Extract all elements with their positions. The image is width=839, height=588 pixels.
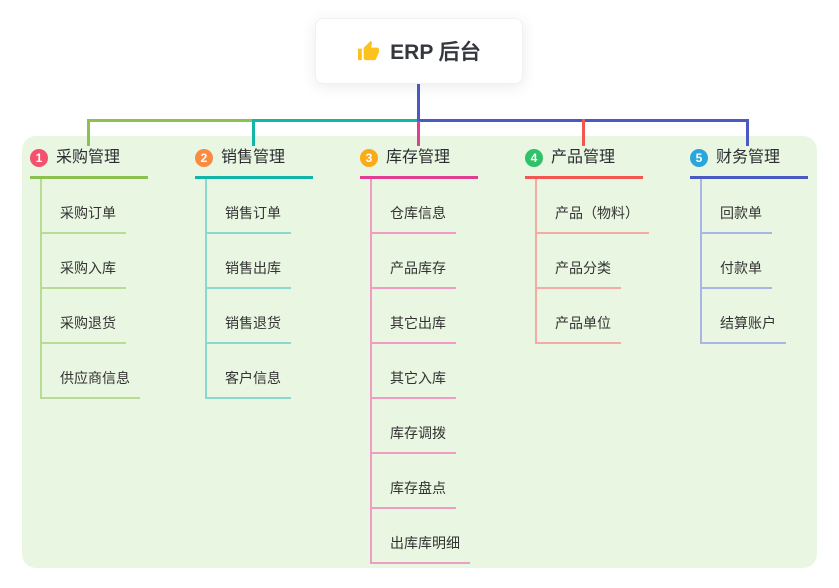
branch-sales: 2 销售管理 销售订单 销售出库 销售退货 客户信息 bbox=[195, 147, 313, 399]
branch-number-badge: 1 bbox=[30, 149, 48, 167]
child-node[interactable]: 产品分类 bbox=[537, 234, 649, 289]
child-node[interactable]: 产品（物料） bbox=[537, 179, 649, 234]
child-node[interactable]: 库存调拨 bbox=[372, 399, 478, 454]
connector-drop-product bbox=[582, 119, 585, 146]
child-node[interactable]: 产品库存 bbox=[372, 234, 478, 289]
child-node[interactable]: 其它出库 bbox=[372, 289, 478, 344]
child-node[interactable]: 结算账户 bbox=[702, 289, 808, 344]
branch-node-purchase[interactable]: 1 采购管理 bbox=[30, 147, 148, 179]
branch-product: 4 产品管理 产品（物料） 产品分类 产品单位 bbox=[525, 147, 649, 344]
child-node[interactable]: 销售出库 bbox=[207, 234, 313, 289]
connector-drop-sales bbox=[252, 119, 255, 146]
child-node[interactable]: 采购退货 bbox=[42, 289, 148, 344]
branch-number-badge: 4 bbox=[525, 149, 543, 167]
connector-drop-inventory bbox=[417, 121, 420, 146]
branch-node-inventory[interactable]: 3 库存管理 bbox=[360, 147, 478, 179]
branch-children: 采购订单 采购入库 采购退货 供应商信息 bbox=[40, 179, 148, 399]
child-node[interactable]: 产品单位 bbox=[537, 289, 649, 344]
branch-children: 产品（物料） 产品分类 产品单位 bbox=[535, 179, 649, 344]
child-node[interactable]: 库存盘点 bbox=[372, 454, 478, 509]
branch-node-product[interactable]: 4 产品管理 bbox=[525, 147, 643, 179]
branches-panel bbox=[22, 136, 817, 568]
branch-title: 库存管理 bbox=[386, 149, 451, 166]
child-node[interactable]: 出库库明细 bbox=[372, 509, 478, 564]
branch-title: 采购管理 bbox=[56, 149, 121, 166]
branch-children: 销售订单 销售出库 销售退货 客户信息 bbox=[205, 179, 313, 399]
child-node[interactable]: 客户信息 bbox=[207, 344, 313, 399]
child-node[interactable]: 回款单 bbox=[702, 179, 808, 234]
child-node[interactable]: 仓库信息 bbox=[372, 179, 478, 234]
branch-finance: 5 财务管理 回款单 付款单 结算账户 bbox=[690, 147, 808, 344]
child-node[interactable]: 付款单 bbox=[702, 234, 808, 289]
branch-node-finance[interactable]: 5 财务管理 bbox=[690, 147, 808, 179]
child-node[interactable]: 销售退货 bbox=[207, 289, 313, 344]
branch-children: 回款单 付款单 结算账户 bbox=[700, 179, 808, 344]
thumbs-up-icon bbox=[358, 40, 380, 60]
child-node[interactable]: 采购订单 bbox=[42, 179, 148, 234]
branch-children: 仓库信息 产品库存 其它出库 其它入库 库存调拨 库存盘点 出库库明细 bbox=[370, 179, 478, 564]
root-node-label: ERP 后台 bbox=[390, 41, 481, 64]
branch-number-badge: 2 bbox=[195, 149, 213, 167]
branch-title: 财务管理 bbox=[716, 149, 781, 166]
child-node[interactable]: 供应商信息 bbox=[42, 344, 148, 399]
child-node[interactable]: 采购入库 bbox=[42, 234, 148, 289]
branch-title: 产品管理 bbox=[551, 149, 616, 166]
child-node[interactable]: 销售订单 bbox=[207, 179, 313, 234]
branch-title: 销售管理 bbox=[221, 149, 286, 166]
connector-root-stem bbox=[417, 84, 420, 121]
branch-number-badge: 3 bbox=[360, 149, 378, 167]
connector-drop-finance bbox=[746, 119, 749, 146]
branch-purchase: 1 采购管理 采购订单 采购入库 采购退货 供应商信息 bbox=[30, 147, 148, 399]
branch-number-badge: 5 bbox=[690, 149, 708, 167]
connector-horizontal-mid bbox=[252, 119, 418, 122]
child-node[interactable]: 其它入库 bbox=[372, 344, 478, 399]
connector-horizontal-left bbox=[87, 119, 252, 122]
connector-drop-purchase bbox=[87, 119, 90, 146]
root-node-erp[interactable]: ERP 后台 bbox=[315, 18, 523, 84]
branch-inventory: 3 库存管理 仓库信息 产品库存 其它出库 其它入库 库存调拨 库存盘点 出库库… bbox=[360, 147, 478, 564]
branch-node-sales[interactable]: 2 销售管理 bbox=[195, 147, 313, 179]
